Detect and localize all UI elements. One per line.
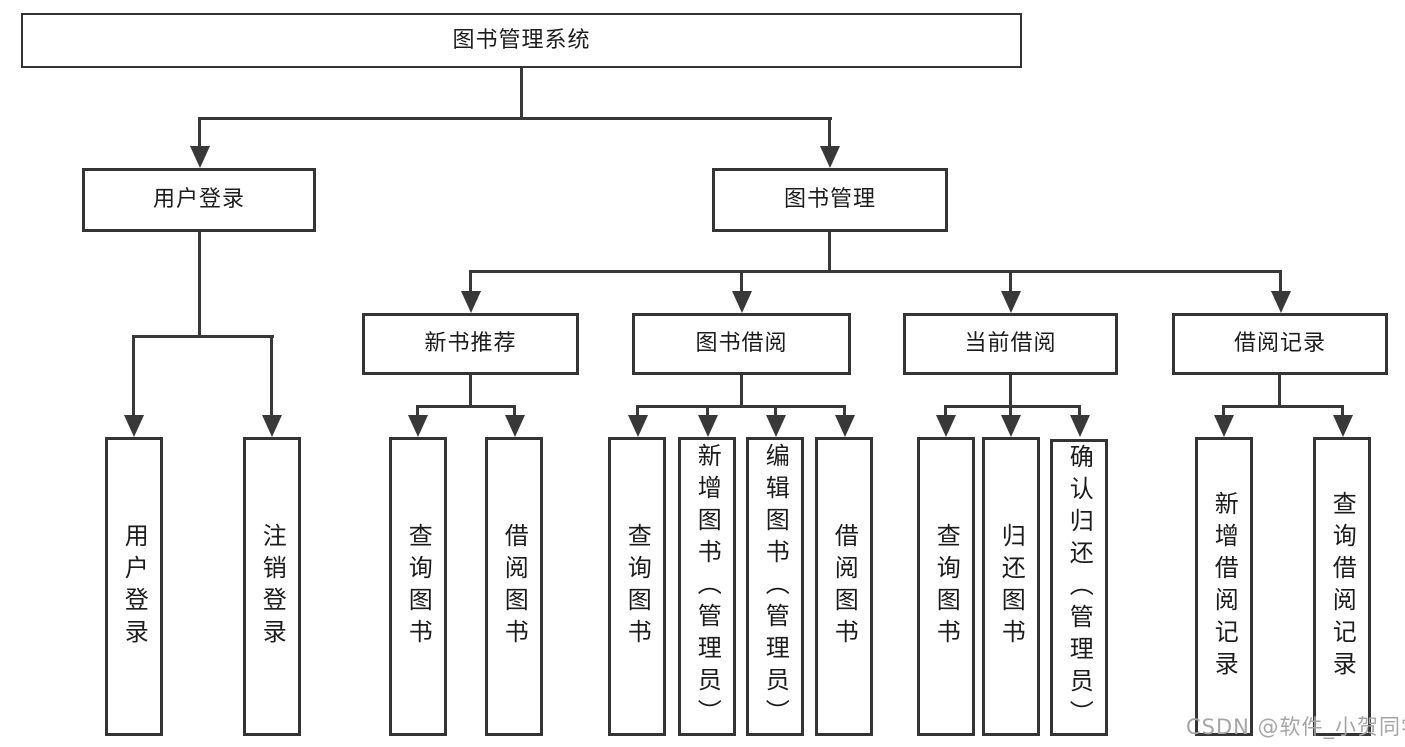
leaf-label: 用户登录 [120, 522, 149, 651]
node-new-book-recommend: 新书推荐 [362, 313, 579, 375]
node-leaf-logout: 注销登录 [243, 437, 301, 736]
leaf-label: 查询图书 [404, 522, 433, 651]
csdn-watermark: CSDN @软件_小贺同学 [1186, 715, 1405, 739]
node-leaf-add-borrow-record: 新增借阅记录 [1195, 437, 1253, 736]
connector-root-rail [198, 117, 832, 120]
connector-book-management-rail [469, 270, 1282, 273]
connector-book-borrow-rail [636, 405, 846, 408]
arrow-to-current-borrow [1000, 271, 1021, 313]
arrow-to-borrow-record [1270, 271, 1291, 313]
arrow-to-query-borrow-record [1332, 406, 1353, 437]
arrow-to-leaf-logout [261, 336, 282, 437]
leaf-label: 注销登录 [258, 522, 287, 651]
connector-user-login-rail [132, 335, 274, 338]
node-borrow-record: 借阅记录 [1172, 313, 1388, 375]
node-leaf-query-books-c: 查询图书 [917, 437, 975, 736]
arrow-to-add-book-admin [697, 406, 718, 437]
connector-book-borrow-stem [740, 375, 743, 408]
connector-book-management-stem [828, 232, 831, 273]
node-leaf-query-books-a: 查询图书 [389, 437, 447, 736]
node-leaf-borrow-books-b: 借阅图书 [815, 437, 873, 736]
leaf-label: 新增图书（管理员） [693, 442, 722, 731]
arrow-to-add-borrow-record [1213, 406, 1234, 437]
node-user-login: 用户登录 [82, 168, 316, 232]
arrow-to-query-books-c [935, 406, 956, 437]
arrow-to-book-management [819, 118, 840, 168]
arrow-to-query-books-b [627, 406, 648, 437]
node-leaf-user-login: 用户登录 [105, 437, 163, 736]
connector-current-borrow-stem [1009, 375, 1012, 408]
node-book-borrow: 图书借阅 [632, 313, 851, 375]
leaf-label: 借阅图书 [830, 522, 859, 651]
arrow-to-borrow-books-b [834, 406, 855, 437]
arrow-to-borrow-books-a [504, 406, 525, 437]
connector-borrow-record-rail [1222, 405, 1344, 408]
node-leaf-query-borrow-record: 查询借阅记录 [1313, 437, 1371, 736]
node-leaf-edit-book-admin: 编辑图书（管理员） [746, 437, 804, 736]
leaf-label: 借阅图书 [500, 522, 529, 651]
node-current-borrow: 当前借阅 [903, 313, 1118, 375]
connector-borrow-record-stem [1278, 375, 1281, 408]
leaf-label: 查询借阅记录 [1328, 490, 1357, 683]
node-leaf-query-books-b: 查询图书 [608, 437, 666, 736]
arrow-to-confirm-return-admin [1069, 406, 1090, 437]
connector-new-book-rail [416, 405, 516, 408]
node-leaf-add-book-admin: 新增图书（管理员） [678, 437, 736, 736]
arrow-to-book-borrow [731, 271, 752, 313]
leaf-label: 确认归还（管理员） [1065, 443, 1094, 732]
leaf-label: 归还图书 [997, 522, 1026, 651]
node-leaf-borrow-books-a: 借阅图书 [485, 437, 543, 736]
leaf-label: 查询图书 [623, 522, 652, 651]
node-book-management: 图书管理 [712, 168, 948, 232]
connector-root-stem [520, 68, 523, 119]
arrow-to-edit-book-admin [765, 406, 786, 437]
node-leaf-return-book: 归还图书 [982, 437, 1040, 736]
arrow-to-return-book [1000, 406, 1021, 437]
leaf-label: 查询图书 [932, 522, 961, 651]
connector-user-login-stem [198, 232, 201, 338]
connector-new-book-stem [469, 375, 472, 408]
arrow-to-new-book-recommend [460, 271, 481, 313]
arrow-to-query-books-a [407, 406, 428, 437]
leaf-label: 新增借阅记录 [1210, 490, 1239, 683]
arrow-to-user-login [189, 118, 210, 168]
connector-current-borrow-rail [944, 405, 1081, 408]
arrow-to-leaf-user-login [123, 336, 144, 437]
node-root: 图书管理系统 [21, 13, 1022, 68]
node-leaf-confirm-return-admin: 确认归还（管理员） [1050, 439, 1108, 736]
leaf-label: 编辑图书（管理员） [761, 442, 790, 731]
